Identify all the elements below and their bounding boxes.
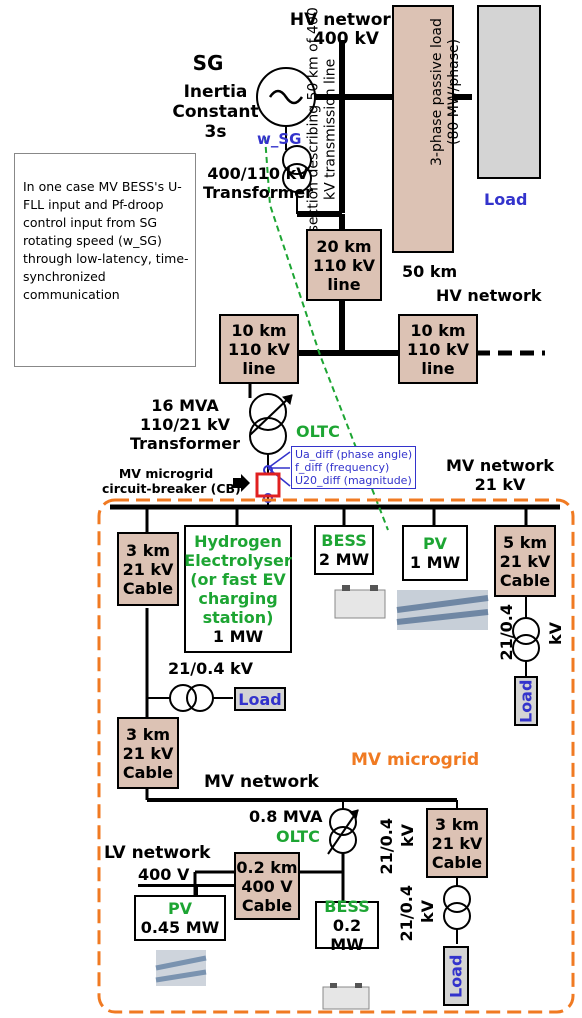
tx-left-label: 21/0.4 kV [168, 659, 254, 678]
lv-bus [138, 884, 234, 887]
load-right: Load [514, 676, 538, 726]
generator-sine [268, 89, 304, 105]
hv-network-mid-label: HV network [436, 286, 542, 305]
mv-network-mid-label: MV network [204, 772, 319, 792]
lv-voltage-label: 400 V [138, 865, 190, 884]
sg-label: SG [192, 51, 224, 75]
lv-bus-drop [195, 884, 198, 896]
hv-50km-label: 50 km [402, 262, 458, 281]
cb-sync-signals: Ua_diff (phase angle)f_diff (frequency)U… [291, 446, 417, 489]
load-left: Load [234, 687, 286, 711]
solar-image-mv [396, 590, 489, 630]
battery-image-lv [322, 983, 370, 1010]
tx-lv-ratio-a: 21/0.4 [377, 818, 396, 875]
battery-image-mv [334, 585, 386, 619]
passive-load-label: Load [484, 190, 528, 209]
tx-right-label-b: kV [546, 622, 565, 646]
lv-network-label: LV network [104, 843, 211, 863]
communication-note: In one case MV BESS's U-FLL input and Pf… [14, 153, 196, 367]
solar-image-lv [155, 950, 207, 986]
tx-bottom-label-b: kV [418, 900, 437, 924]
comm-link [264, 136, 389, 531]
sg-speed-label: w_SG [257, 130, 302, 148]
tx-right-label-a: 21/0.4 [497, 604, 516, 661]
circuit-breaker [255, 472, 281, 498]
oltc-label-lv: OLTC [276, 827, 320, 846]
cb-arrow [233, 474, 250, 492]
load-bottom: Load [443, 946, 469, 1006]
tx-lv-size: 0.8 MVA [249, 807, 323, 826]
mv-microgrid-label: MV microgrid [351, 750, 480, 770]
oltc-label-top: OLTC [296, 422, 340, 441]
tx-bottom-label-a: 21/0.4 [397, 885, 416, 942]
microgrid-boundary [97, 498, 575, 1014]
passive-load-box: 3-phase passive load (80 MW/phase) [429, 5, 541, 179]
tx-lv-ratio-b: kV [398, 824, 417, 848]
